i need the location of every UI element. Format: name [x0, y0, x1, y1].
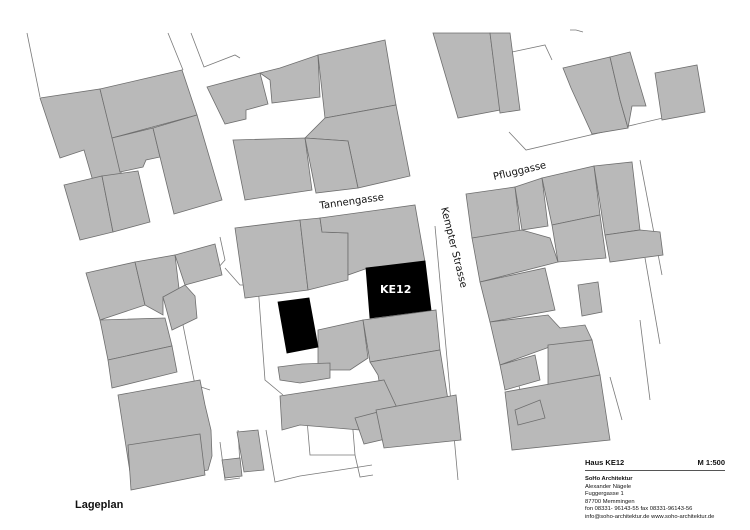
highlighted-buildings — [277, 260, 432, 354]
title-block-header: Haus KE12 M 1:500 — [585, 458, 725, 471]
phone-fax: fon 08331- 96143-55 fax 08331-96143-56 — [585, 506, 693, 513]
email-web: info@soho-architektur.de www.soho-archit… — [585, 513, 715, 520]
neighbour-black-building — [277, 297, 319, 354]
street-label-tannengasse: Tannengasse — [318, 192, 385, 212]
ke12-label: KE12 — [380, 283, 411, 296]
project-name: Haus KE12 — [585, 458, 625, 467]
plan-title: Lageplan — [75, 499, 124, 511]
firm-name: SoHo Architektur — [585, 476, 633, 482]
street-label-kempter-strasse: Kempter Strasse — [438, 206, 469, 289]
title-block: Haus KE12 M 1:500 SoHo Architektur Alexa… — [585, 458, 725, 522]
scale: M 1:500 — [697, 458, 725, 467]
buildings — [39, 32, 706, 491]
ke12-building — [365, 260, 432, 319]
architect-name: Alexander Nägele — [585, 483, 632, 490]
address-street: Fuggergasse 1 — [585, 491, 624, 498]
address-city: 87700 Memmingen — [585, 498, 635, 505]
architect-info: SoHo Architektur Alexander Nägele Fugger… — [585, 476, 725, 522]
